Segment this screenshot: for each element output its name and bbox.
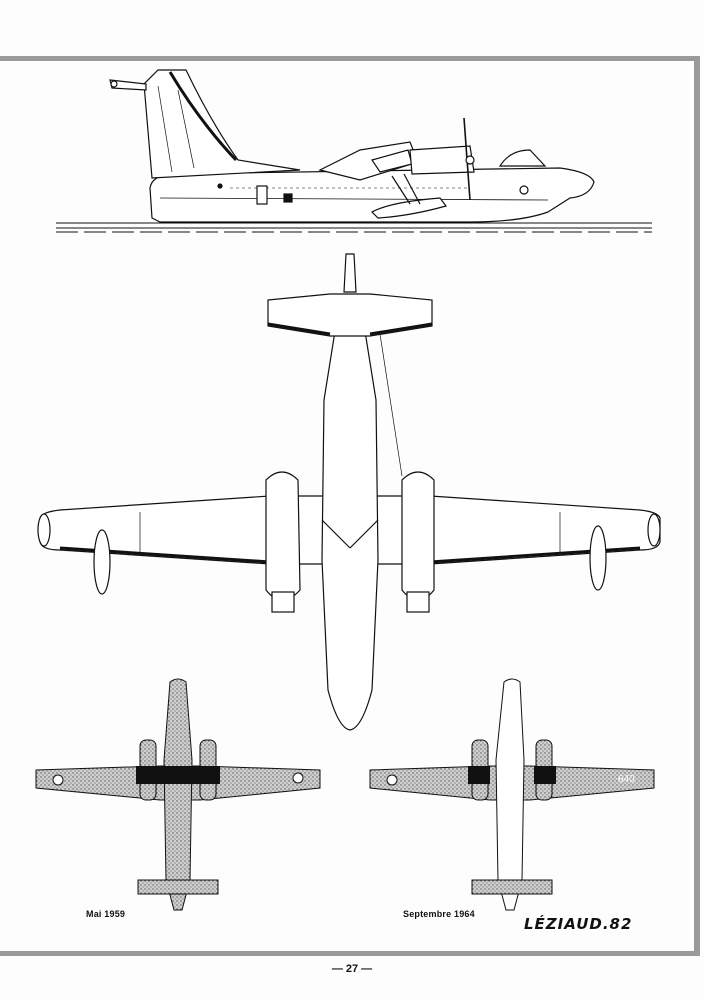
plan-roundel-text: 640 [618,774,635,785]
top-fuselage [321,294,379,731]
top-tailplane [267,293,433,337]
artist-signature: LÉZIAUD.82 [524,915,633,933]
top-view [37,253,661,731]
caption-left: Mai 1959 [86,909,126,919]
water-line [56,222,652,233]
side-tail-fin [143,69,301,179]
page-number: — 27 — [331,963,373,975]
side-float [371,197,448,219]
page-frame [0,56,700,956]
top-nacelle-right [401,471,435,601]
side-view [56,69,652,233]
plan-view-left [35,678,321,911]
plan-view-right: 640 [369,678,655,911]
top-float-right [589,525,607,591]
top-nacelle-left [265,471,301,601]
side-nacelle [409,145,475,175]
top-float-left [93,529,111,595]
caption-right: Septembre 1964 [403,909,475,919]
